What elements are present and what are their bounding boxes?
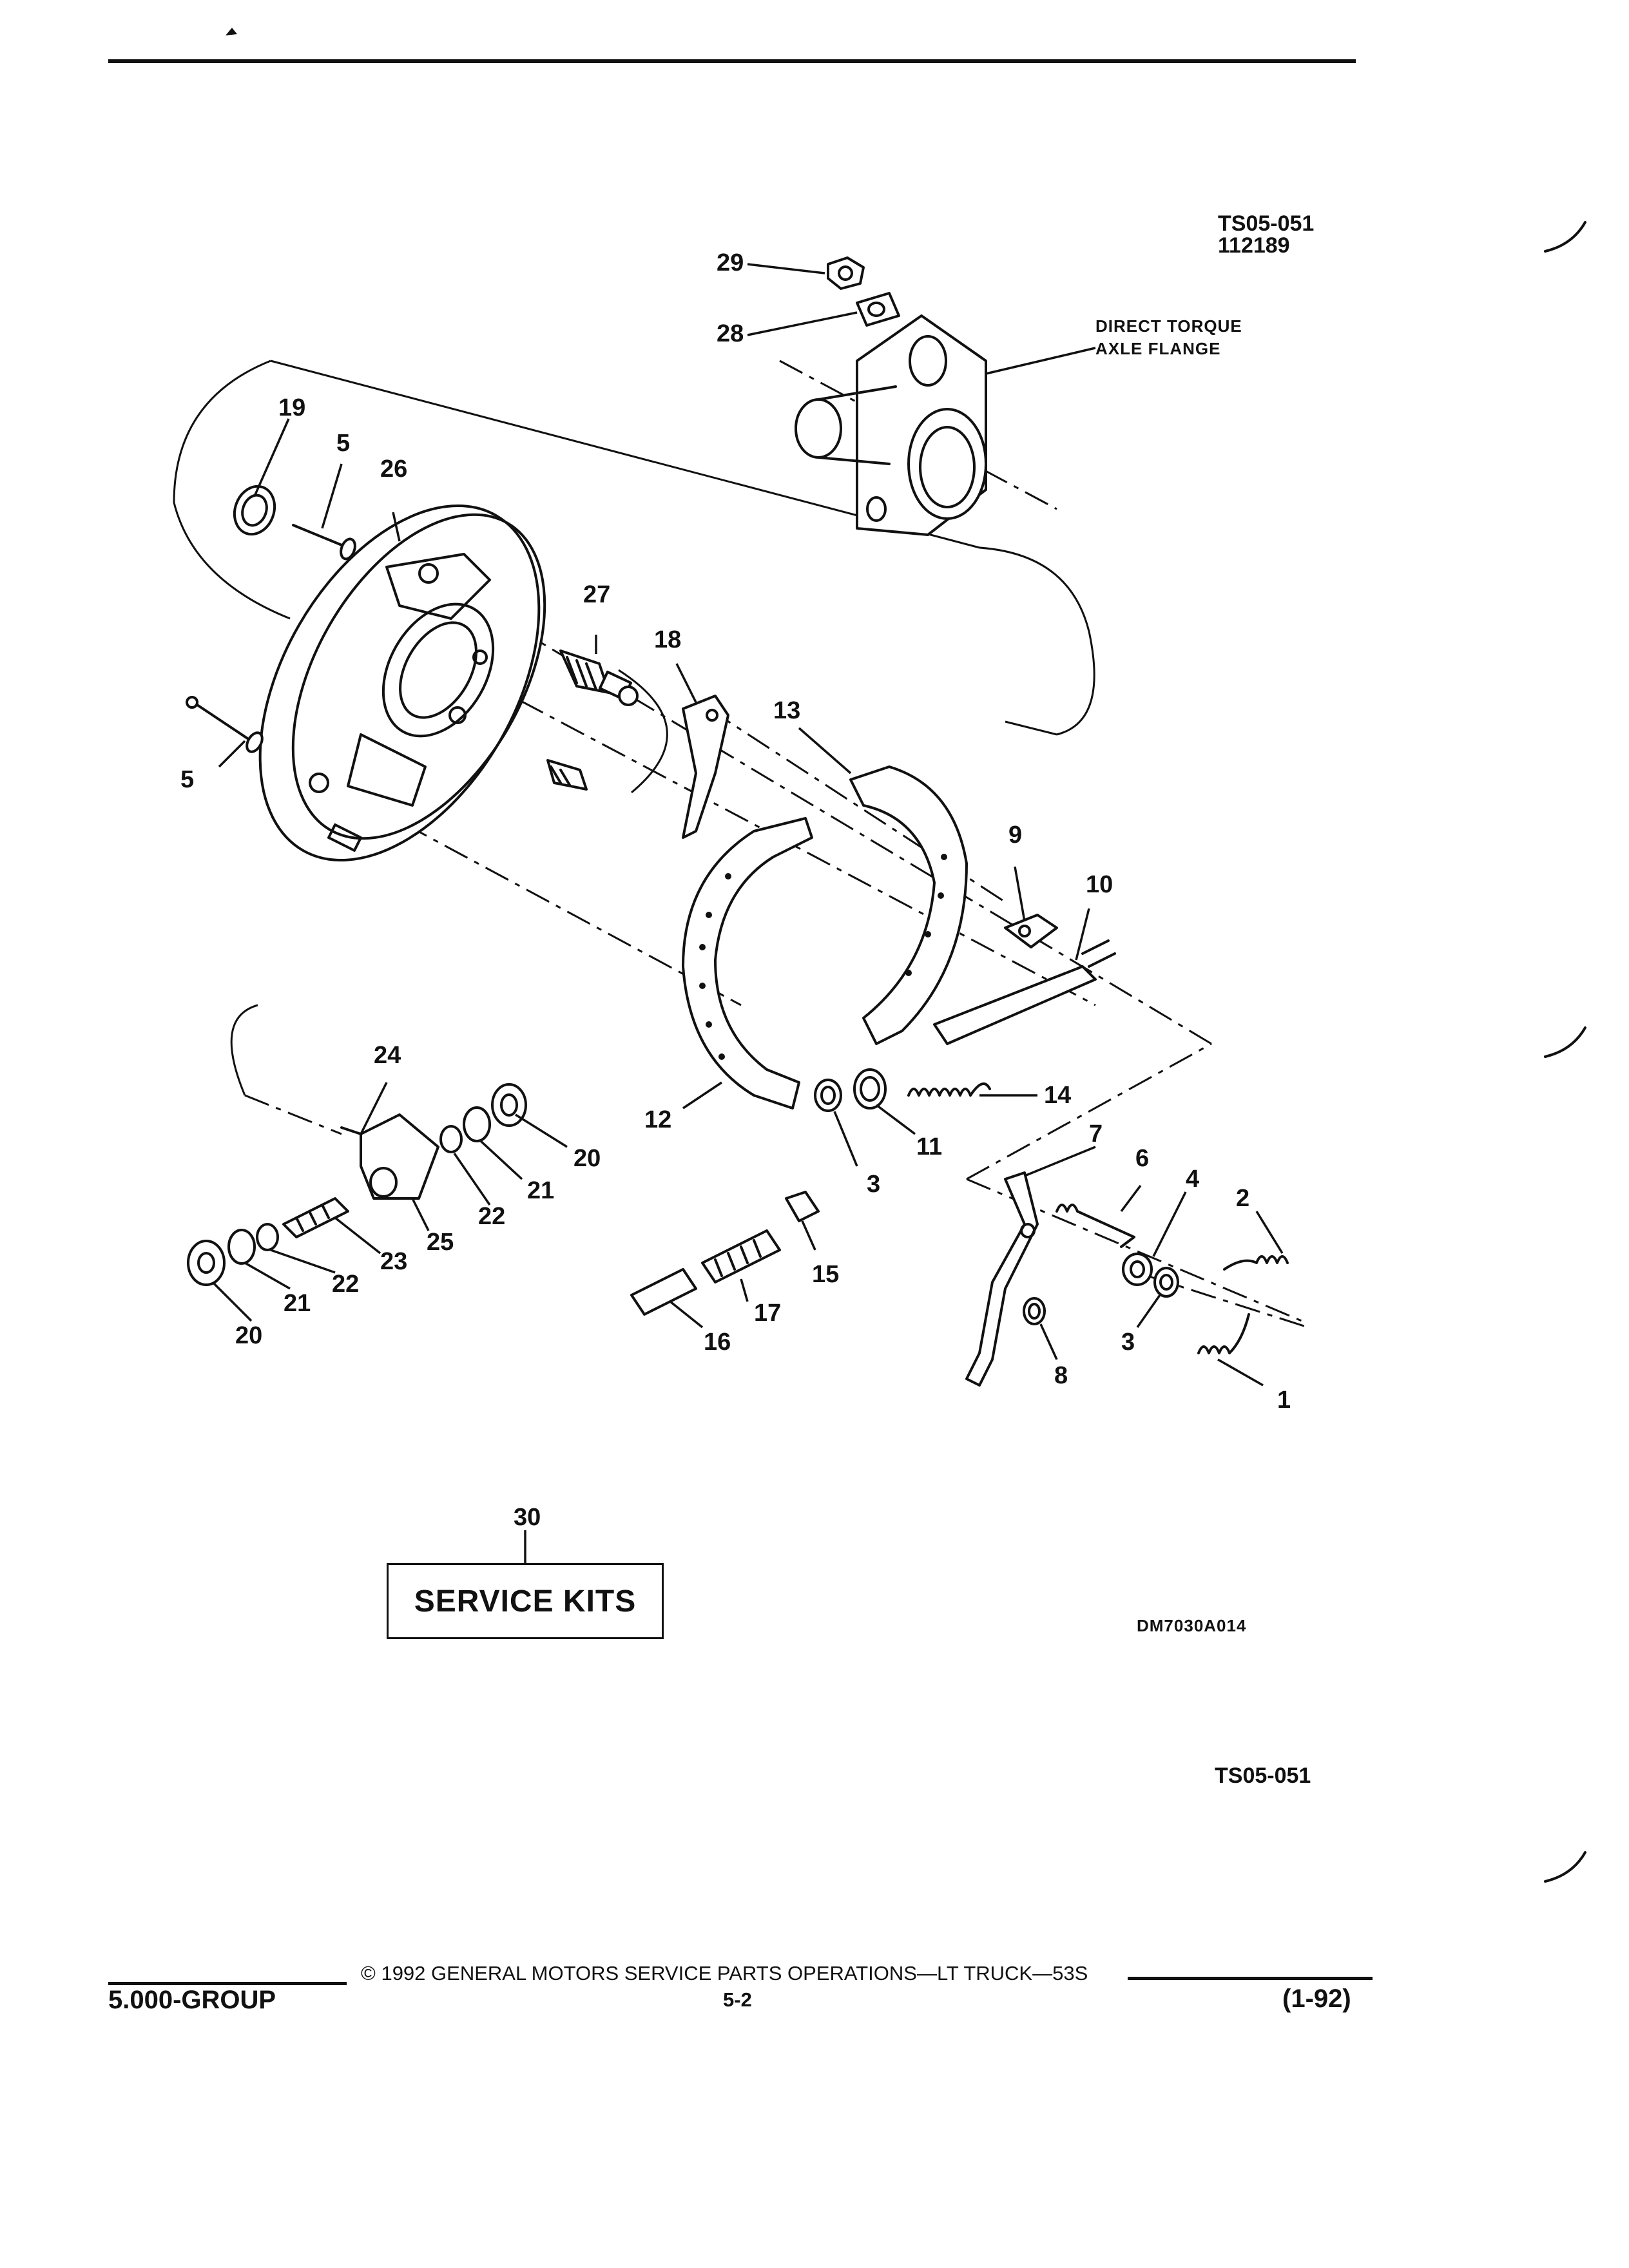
- callout-21-upper: 21: [527, 1177, 554, 1204]
- copyright-notice: © 1992 GENERAL MOTORS SERVICE PARTS OPER…: [361, 1962, 1088, 1984]
- figure-code: TS05-051: [1218, 211, 1314, 236]
- strut: [933, 939, 1116, 1045]
- adjuster-lever: [965, 1171, 1039, 1387]
- anchor-bolt: [546, 759, 588, 791]
- boot-20-lower: [187, 1240, 226, 1286]
- spring-3-upper: [814, 1079, 842, 1112]
- axle-flange-label-line2: AXLE FLANGE: [1095, 339, 1220, 358]
- callout-3-upper: 3: [867, 1171, 880, 1198]
- drawing-number: DM7030A014: [1137, 1616, 1246, 1635]
- spring-11: [853, 1068, 887, 1110]
- brake-shoe-secondary: [849, 765, 968, 1045]
- callout-7: 7: [1089, 1120, 1103, 1148]
- callout-30: 30: [514, 1504, 541, 1531]
- footer-rule-left: [108, 1982, 347, 1985]
- spring-6: [1055, 1204, 1135, 1248]
- callout-26: 26: [380, 456, 407, 483]
- backing-plate: [258, 505, 546, 861]
- revision-date: (1-92): [1282, 1984, 1351, 2013]
- adjuster-socket-15: [785, 1191, 820, 1222]
- callout-4: 4: [1186, 1166, 1199, 1193]
- axle-flange: [795, 314, 987, 536]
- spring-14: [907, 1082, 991, 1097]
- footer-rule-right: [1128, 1977, 1373, 1980]
- callout-1: 1: [1277, 1387, 1291, 1414]
- callout-29: 29: [717, 249, 744, 276]
- margin-mark: [1544, 1851, 1586, 1883]
- piston-22-upper: [439, 1125, 463, 1153]
- callout-5-lower: 5: [180, 766, 194, 793]
- callout-13: 13: [773, 697, 800, 724]
- callout-15: 15: [812, 1261, 839, 1288]
- callout-16: 16: [704, 1329, 731, 1356]
- parking-lever: [682, 695, 729, 839]
- bleeder-screw-24: [340, 1126, 362, 1135]
- adjuster-screw-17: [701, 1229, 781, 1283]
- callout-2: 2: [1236, 1185, 1249, 1212]
- spring-8: [1023, 1297, 1046, 1325]
- service-kits-box: SERVICE KITS: [387, 1563, 664, 1639]
- cup-21-lower: [227, 1229, 256, 1265]
- washer-4: [1122, 1253, 1153, 1286]
- callout-22-lower: 22: [332, 1271, 359, 1298]
- group-label: 5.000-GROUP: [108, 1986, 276, 2014]
- dust-cap: [233, 485, 276, 536]
- callout-14: 14: [1044, 1082, 1071, 1109]
- spring-2: [1223, 1255, 1289, 1271]
- piston-22-lower: [256, 1223, 279, 1251]
- adjuster-nut-16: [630, 1268, 697, 1316]
- callout-18: 18: [654, 626, 681, 653]
- margin-mark: [1544, 221, 1586, 253]
- callout-21-lower: 21: [284, 1290, 311, 1317]
- figure-reference: TS05-051: [1215, 1763, 1311, 1788]
- callout-6: 6: [1135, 1145, 1149, 1172]
- piston-23: [282, 1197, 349, 1238]
- washer-28: [856, 292, 900, 327]
- spring-3-lower: [1153, 1267, 1179, 1298]
- top-rule: [108, 59, 1356, 63]
- page-speck: [226, 28, 237, 35]
- mounting-bolt-lower: [186, 696, 264, 753]
- callout-10: 10: [1086, 871, 1113, 898]
- boot-20-upper: [491, 1083, 527, 1127]
- callout-8: 8: [1054, 1362, 1068, 1389]
- wheel-cylinder: [360, 1113, 439, 1200]
- callout-25: 25: [427, 1229, 454, 1256]
- spring-1: [1197, 1313, 1250, 1354]
- callout-20-lower: 20: [235, 1322, 262, 1349]
- callout-9: 9: [1008, 822, 1022, 849]
- brake-shoe-primary: [682, 817, 813, 1110]
- callout-23: 23: [380, 1248, 407, 1275]
- shoe-rivets: [699, 873, 731, 1060]
- page-number: 5-2: [723, 1988, 752, 2011]
- callout-11: 11: [916, 1133, 942, 1160]
- callout-3-lower: 3: [1121, 1329, 1135, 1356]
- callout-19: 19: [278, 394, 305, 421]
- callout-28: 28: [717, 320, 744, 347]
- callout-27: 27: [583, 581, 610, 608]
- callout-22-upper: 22: [478, 1203, 505, 1230]
- callout-12: 12: [644, 1106, 671, 1133]
- cup-21-upper: [463, 1106, 491, 1142]
- nut-29: [827, 256, 865, 290]
- margin-mark: [1544, 1026, 1586, 1058]
- bleeder-fitting: [559, 649, 639, 706]
- actuator-cam: [1004, 914, 1058, 948]
- callout-24: 24: [374, 1042, 401, 1069]
- axle-flange-label-line1: DIRECT TORQUE: [1095, 316, 1242, 336]
- mounting-bolt-upper: [292, 524, 356, 561]
- callout-5-upper: 5: [336, 430, 350, 457]
- figure-date: 112189: [1218, 233, 1290, 258]
- leader-lines: [211, 263, 1284, 1563]
- callout-17: 17: [754, 1300, 781, 1327]
- callout-20-upper: 20: [574, 1145, 601, 1172]
